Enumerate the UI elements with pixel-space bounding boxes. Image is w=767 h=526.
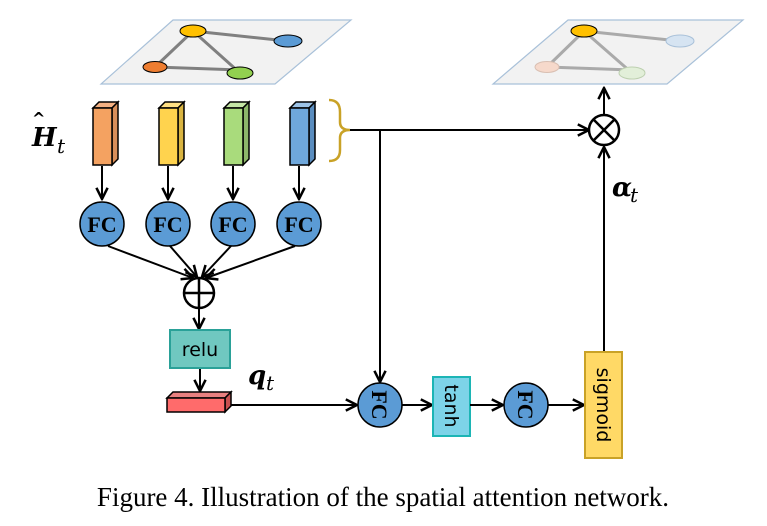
svg-text:α: α (612, 173, 632, 203)
output-graph (491, 19, 745, 85)
sigmoid-block: sigmoid (584, 351, 623, 459)
query-vector (165, 390, 233, 414)
sum-operator-icon (182, 276, 216, 310)
fc-node: FC (145, 201, 191, 247)
svg-text:tanh: tanh (440, 384, 462, 427)
hat-accent: ^ (32, 109, 45, 128)
feature-vector-green (222, 100, 251, 167)
attention-label: α t (612, 173, 639, 207)
graph-node-yellow (570, 24, 598, 38)
svg-text:FC: FC (513, 390, 538, 419)
fc-node: FC (276, 201, 322, 247)
fc-node: FC (79, 201, 125, 247)
tanh-block: tanh (432, 376, 471, 437)
graph-plane (99, 19, 353, 85)
svg-text:t: t (57, 134, 66, 158)
graph-node-yellow (179, 24, 207, 38)
feature-vector-blue (288, 100, 317, 167)
svg-text:relu: relu (182, 339, 218, 361)
graph-node-blue (273, 34, 303, 48)
figure-caption: Figure 4. Illustration of the spatial at… (97, 482, 669, 512)
svg-text:FC: FC (218, 212, 247, 237)
svg-text:sigmoid: sigmoid (592, 368, 614, 443)
fc-node: FC (503, 382, 549, 428)
graph-node-orange-faded (534, 61, 560, 73)
svg-text:q: q (248, 361, 266, 391)
graph-node-green (226, 66, 254, 80)
graph-node-blue-faded (665, 34, 695, 48)
svg-text:H: H (31, 123, 58, 153)
arrow (169, 245, 197, 277)
graph-edge (154, 65, 241, 72)
svg-text:t: t (630, 183, 639, 207)
graph-edge (153, 29, 195, 69)
relu-block: relu (169, 329, 231, 369)
feature-vectors (91, 100, 317, 167)
graph-plane (491, 19, 745, 85)
grouping-brace (328, 98, 351, 163)
graph-edge (583, 29, 680, 43)
svg-text:t: t (266, 371, 275, 395)
arrow (202, 245, 232, 277)
graph-edge (192, 29, 288, 43)
query-label: q t (248, 361, 275, 395)
svg-text:FC: FC (153, 212, 182, 237)
input-graph (99, 19, 353, 85)
graph-edge (583, 29, 633, 75)
svg-text:FC: FC (87, 212, 116, 237)
graph-node-orange (142, 61, 168, 73)
feature-vector-orange (91, 100, 120, 167)
arrow (107, 245, 193, 278)
fc-node: FC (210, 201, 256, 247)
graph-edge (192, 29, 241, 75)
input-features-label: H ^ t (31, 109, 66, 158)
graph-edge (546, 65, 633, 72)
feature-vector-yellow (157, 100, 186, 167)
graph-edge (545, 29, 586, 69)
fc-node: FC (357, 382, 403, 428)
graph-node-green-faded (618, 66, 646, 80)
arrow (206, 245, 296, 278)
svg-text:FC: FC (284, 212, 313, 237)
svg-text:FC: FC (367, 390, 392, 419)
multiply-operator-icon (587, 113, 621, 147)
